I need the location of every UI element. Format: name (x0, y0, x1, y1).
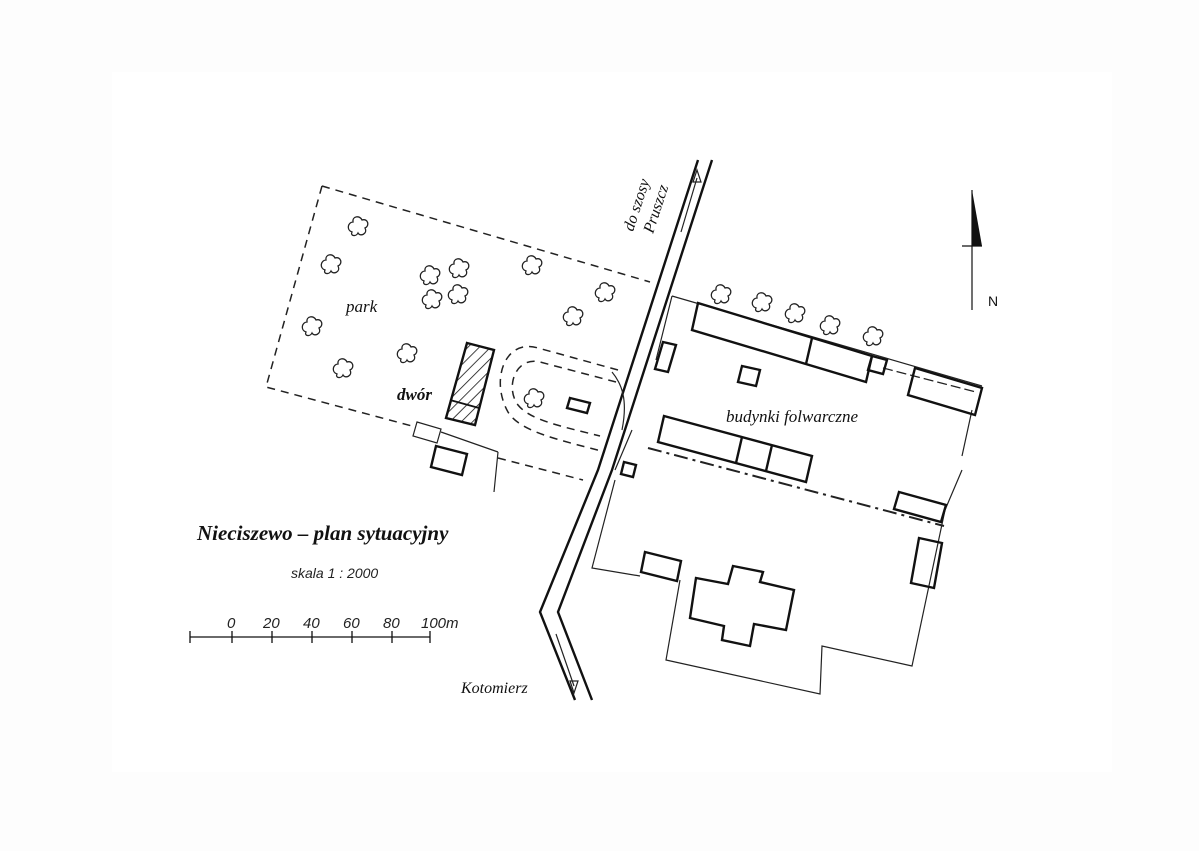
farmyard-fence-dash (882, 367, 977, 393)
tree-icon (320, 254, 342, 275)
tree-icon (448, 258, 470, 279)
tree-icon (301, 316, 323, 337)
road-junction (611, 371, 625, 431)
tree-icon (521, 255, 543, 276)
tree-icon (710, 284, 732, 305)
dash-dot-line (647, 447, 945, 527)
park-boundary (265, 185, 651, 481)
map-title: Nieciszewo – plan sytuacyjny (196, 521, 449, 545)
farm-buildings (619, 301, 984, 648)
north-label: N (988, 293, 998, 309)
scale-text: skala 1 : 2000 (291, 565, 378, 581)
tree-icon (419, 265, 441, 286)
tree-icon (447, 284, 469, 305)
scale-bar (189, 631, 431, 643)
road-arrow-south (555, 633, 579, 695)
park-label: park (345, 297, 378, 316)
scale-tick-label: 80 (383, 615, 400, 632)
tree-icon (347, 216, 369, 237)
road-arrow-north (680, 168, 702, 233)
tree-icon (421, 289, 443, 310)
small-outbuilding (429, 444, 469, 477)
tree-icon (523, 388, 545, 409)
fence-line (440, 431, 499, 493)
road-edge-left (538, 159, 700, 701)
tree-icon (396, 343, 418, 364)
tree-icon (784, 303, 806, 324)
small-shed (565, 396, 592, 415)
tree-icon (594, 282, 616, 303)
manor-building (444, 341, 496, 427)
manor-driveway-inner (511, 360, 617, 437)
scale-tick-label: 100m (421, 615, 459, 632)
north-arrow (962, 190, 982, 310)
scale-tick-label: 60 (343, 615, 360, 632)
tree-icon (562, 306, 584, 327)
park-trees (301, 216, 884, 409)
small-square (412, 421, 442, 444)
tree-icon (862, 326, 884, 347)
scale-tick-label: 40 (303, 615, 320, 632)
farm-buildings-label: budynki folwarczne (726, 407, 858, 426)
farmyard-boundary (591, 295, 983, 695)
tree-icon (819, 315, 841, 336)
scale-tick-label: 0 (227, 615, 236, 632)
road-edge-right (556, 159, 714, 701)
tree-icon (332, 358, 354, 379)
scale-tick-label: 20 (262, 615, 280, 632)
tree-icon (751, 292, 773, 313)
map-paper (112, 72, 1112, 772)
road-south-label: Kotomierz (460, 680, 528, 697)
manor-label: dwór (397, 385, 432, 404)
manor-driveway-outer (499, 345, 619, 453)
